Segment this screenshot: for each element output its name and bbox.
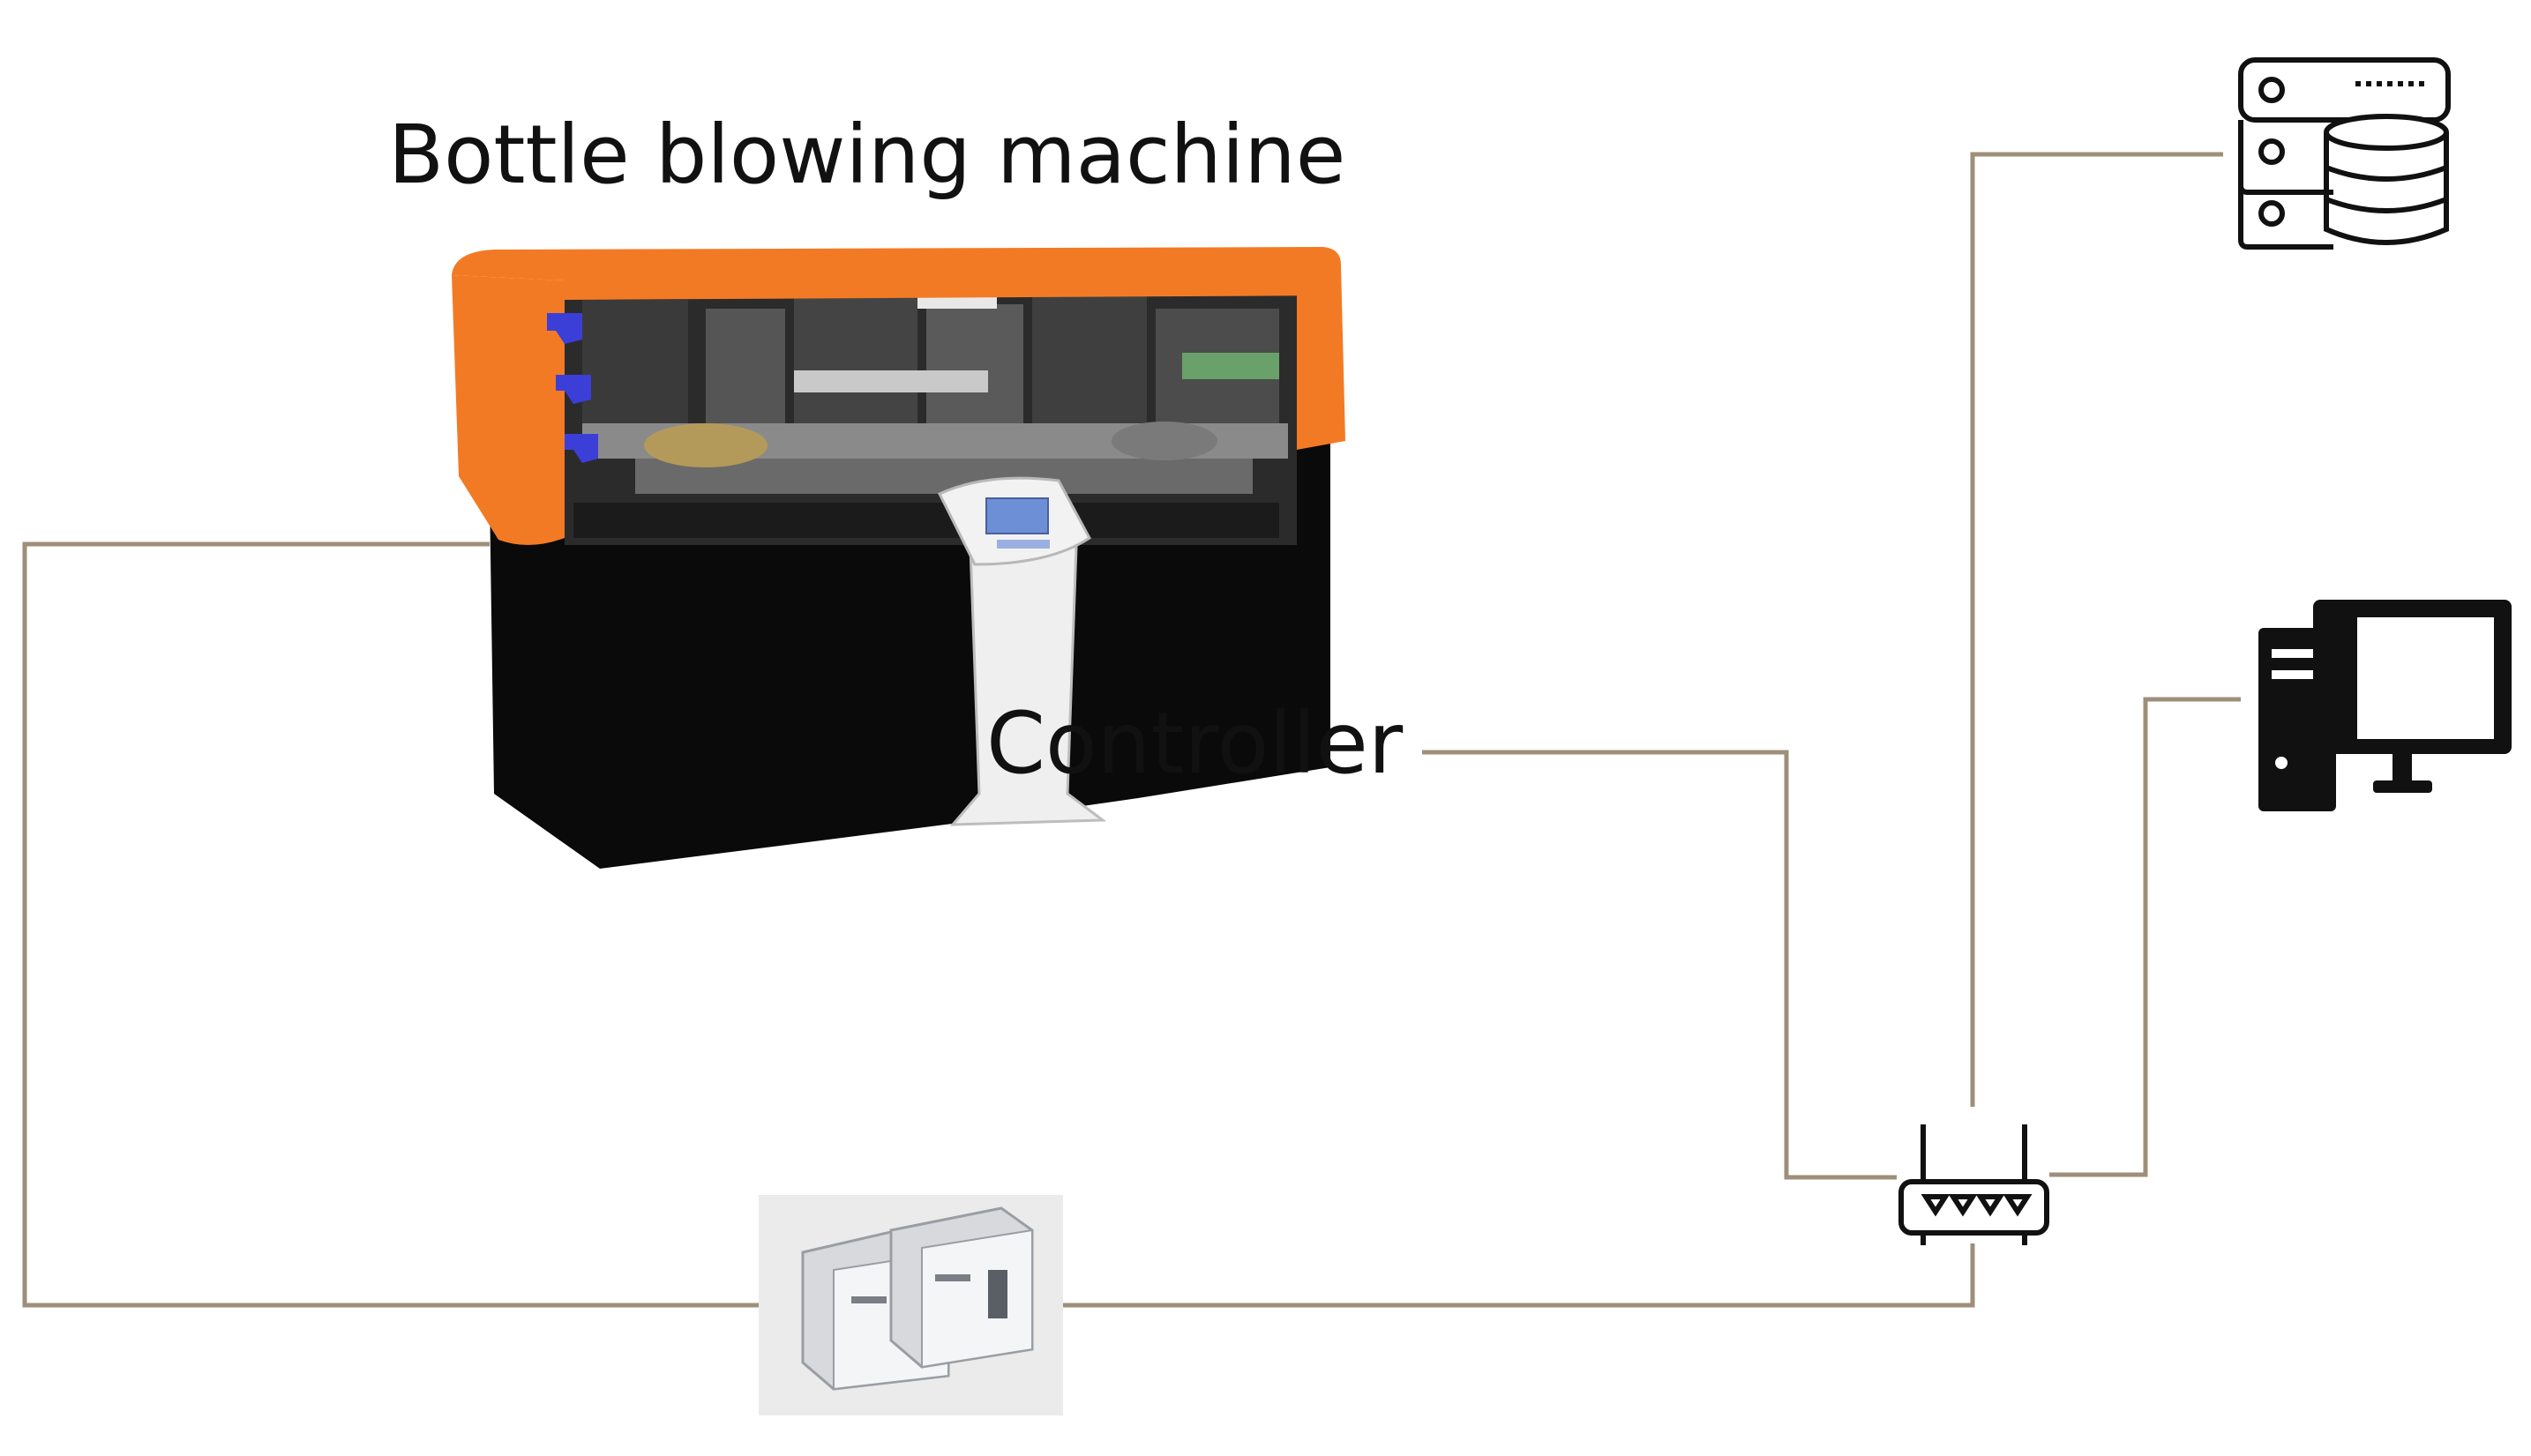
controller-label: Controller: [986, 694, 1404, 793]
wire-gateway-to-router: [1063, 1243, 1975, 1308]
wire-machine-to-gateway: [22, 541, 759, 1308]
machine-housing-right: [1297, 265, 1345, 450]
controller-kiosk: [937, 476, 1107, 826]
desktop-computer-icon: [2258, 600, 2512, 811]
connection-wires: [22, 152, 2241, 1308]
wire-router-to-computer: [2049, 697, 2241, 1177]
machine-housing-top: [452, 247, 1341, 300]
kiosk-screen: [985, 497, 1049, 534]
io-gateway-device: [759, 1195, 1063, 1415]
panel-markers: [547, 313, 598, 463]
database-server-icon: [2238, 57, 2451, 250]
machine-housing-left: [452, 275, 565, 546]
bottle-blowing-machine: [452, 247, 1345, 869]
machine-mechanism: [573, 282, 1288, 538]
wire-router-to-server: [1970, 152, 2223, 1107]
wire-controller-to-router: [1422, 750, 1897, 1180]
machine-title: Bottle blowing machine: [388, 108, 1346, 202]
router-icon: [1898, 1124, 2049, 1245]
